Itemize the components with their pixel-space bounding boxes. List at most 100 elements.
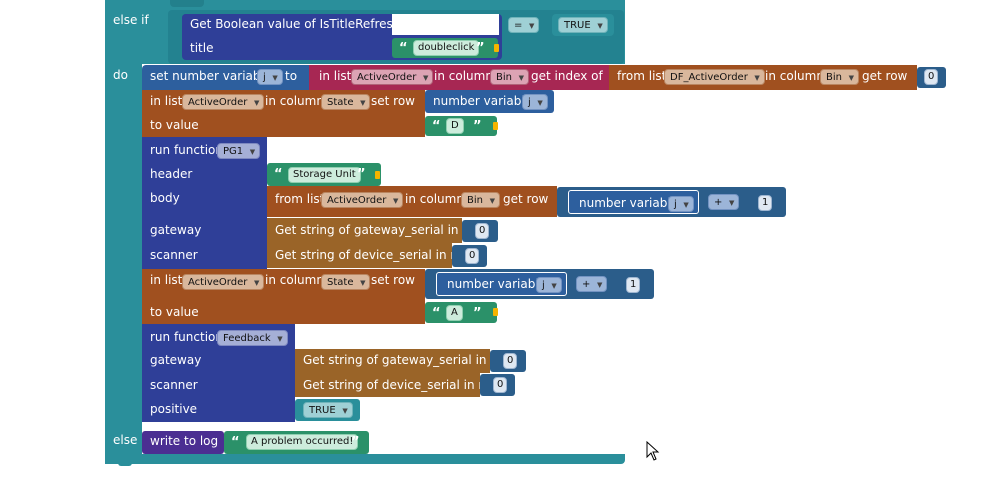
in-column-label: in column	[434, 69, 493, 83]
scanner-row-number[interactable]: 0	[465, 248, 480, 264]
number-variable-dropdown[interactable]: j▼	[522, 94, 548, 110]
from-list-dropdown[interactable]: DF_ActiveOrder▼	[664, 69, 765, 85]
close-quote-icon: ”	[476, 41, 485, 56]
get-row-label: get row	[862, 69, 908, 83]
scanner-row-number[interactable]: 0	[493, 377, 508, 393]
set-row-in-column-label: in column	[265, 94, 324, 108]
else-if-label: else if	[113, 13, 149, 27]
open-quote-icon: “	[274, 167, 283, 182]
mouse-cursor-icon	[646, 441, 660, 461]
get-boolean-row	[182, 14, 392, 35]
body-label: body	[150, 191, 180, 205]
scanner-label: scanner	[150, 378, 198, 392]
plus-operator-dropdown[interactable]: +▼	[576, 276, 608, 292]
to-label: to	[285, 69, 298, 83]
run-function-label: run function	[150, 330, 223, 344]
right-mask	[625, 64, 725, 464]
get-boolean-slot	[391, 14, 499, 35]
open-quote-icon: “	[432, 119, 441, 134]
number-variable-dropdown[interactable]: j▼	[668, 196, 694, 212]
gateway-string-block[interactable]	[267, 218, 462, 243]
open-quote-icon: “	[432, 306, 441, 321]
write-log-label: write to log	[150, 434, 219, 448]
add-number[interactable]: 1	[758, 195, 773, 211]
positive-label: positive	[150, 402, 198, 416]
set-variable-dropdown[interactable]: j▼	[257, 69, 283, 85]
close-quote-icon: ”	[473, 119, 482, 134]
gateway-label: gateway	[150, 223, 202, 237]
plus-operator-dropdown[interactable]: +▼	[708, 194, 740, 210]
value-text[interactable]: D	[446, 118, 464, 134]
text-notch-icon	[493, 308, 498, 316]
body-list-dropdown[interactable]: ActiveOrder▼	[321, 192, 404, 208]
column-dropdown-2[interactable]: Bin▼	[820, 69, 859, 85]
number-variable-label: number variable	[433, 94, 533, 108]
body-get-row-label: get row	[503, 192, 549, 206]
function-dropdown[interactable]: PG1▼	[217, 143, 261, 159]
open-quote-icon: “	[231, 435, 240, 450]
add-number[interactable]: 1	[626, 277, 641, 293]
number-variable-dropdown[interactable]: j▼	[536, 277, 562, 293]
if-block-bottom	[105, 454, 169, 464]
header-label: header	[150, 167, 193, 181]
body-from-list-label: from list	[275, 192, 325, 206]
body-column-dropdown[interactable]: Bin▼	[461, 192, 500, 208]
scanner-string-label: Get string of device_serial in row	[275, 248, 473, 262]
row-number[interactable]: 0	[924, 69, 939, 85]
set-row-in-column-label: in column	[265, 273, 324, 287]
do-label: do	[113, 68, 128, 82]
scanner-string-block[interactable]	[295, 373, 480, 397]
set-row-list-dropdown[interactable]: ActiveOrder▼	[182, 94, 265, 110]
bool-dropdown[interactable]: TRUE▼	[558, 17, 608, 33]
number-variable-label: number variable	[447, 277, 547, 291]
set-row-list-dropdown[interactable]: ActiveOrder▼	[182, 274, 265, 290]
scanner-string-label: Get string of device_serial in row	[303, 378, 501, 392]
text-notch-icon	[493, 122, 498, 130]
gateway-row-number[interactable]: 0	[475, 223, 490, 239]
text-notch-icon	[494, 44, 499, 52]
list-dropdown[interactable]: ActiveOrder▼	[351, 69, 434, 85]
from-list-label: from list	[617, 69, 667, 83]
if-block-top-tab	[170, 0, 204, 7]
scanner-string-block[interactable]	[267, 243, 452, 268]
gateway-row-number[interactable]: 0	[503, 353, 518, 369]
set-row-column-dropdown[interactable]: State▼	[321, 274, 371, 290]
get-index-label: get index of	[531, 69, 603, 83]
to-value-label: to value	[150, 305, 199, 319]
run-function-pg1-block[interactable]	[142, 137, 267, 269]
body-from-list-block[interactable]	[267, 186, 557, 217]
else-label: else	[113, 433, 138, 447]
to-value-label: to value	[150, 118, 199, 132]
number-variable-block[interactable]	[425, 90, 554, 113]
text-notch-icon	[375, 171, 380, 179]
gateway-label: gateway	[150, 353, 202, 367]
write-log-block[interactable]	[142, 431, 224, 454]
positive-bool-dropdown[interactable]: TRUE▼	[303, 402, 353, 418]
column-dropdown[interactable]: Bin▼	[490, 69, 529, 85]
body-in-column-label: in column	[405, 192, 464, 206]
value-text[interactable]: A	[446, 305, 463, 321]
gateway-string-block[interactable]	[295, 349, 490, 373]
gateway-string-label: Get string of gateway_serial in row	[303, 353, 513, 367]
function-dropdown[interactable]: Feedback▼	[217, 330, 288, 346]
get-boolean-label: Get Boolean value of IsTitleRefreshed	[190, 17, 416, 31]
close-quote-icon: ”	[473, 306, 482, 321]
title-value[interactable]: doubleclick	[413, 40, 480, 56]
title-label: title	[190, 41, 214, 55]
number-variable-label: number variable	[579, 196, 679, 210]
compare-operator-dropdown[interactable]: =▼	[508, 17, 540, 33]
open-quote-icon: “	[399, 41, 408, 56]
scanner-label: scanner	[150, 248, 198, 262]
log-message[interactable]: A problem occurred!	[246, 434, 359, 450]
set-variable-label: set number variable	[150, 69, 272, 83]
set-row-in-list-label: in list	[150, 273, 183, 287]
set-row-in-list-label: in list	[150, 94, 183, 108]
if-block-bottom-notch	[118, 460, 132, 466]
set-row-column-dropdown[interactable]: State▼	[321, 94, 371, 110]
close-quote-icon: ”	[351, 435, 360, 450]
run-function-label: run function	[150, 143, 223, 157]
close-quote-icon: ”	[357, 167, 366, 182]
header-value[interactable]: Storage Unit	[288, 167, 361, 183]
in-list-label: in list	[319, 69, 352, 83]
set-row-label: set row	[371, 273, 415, 287]
